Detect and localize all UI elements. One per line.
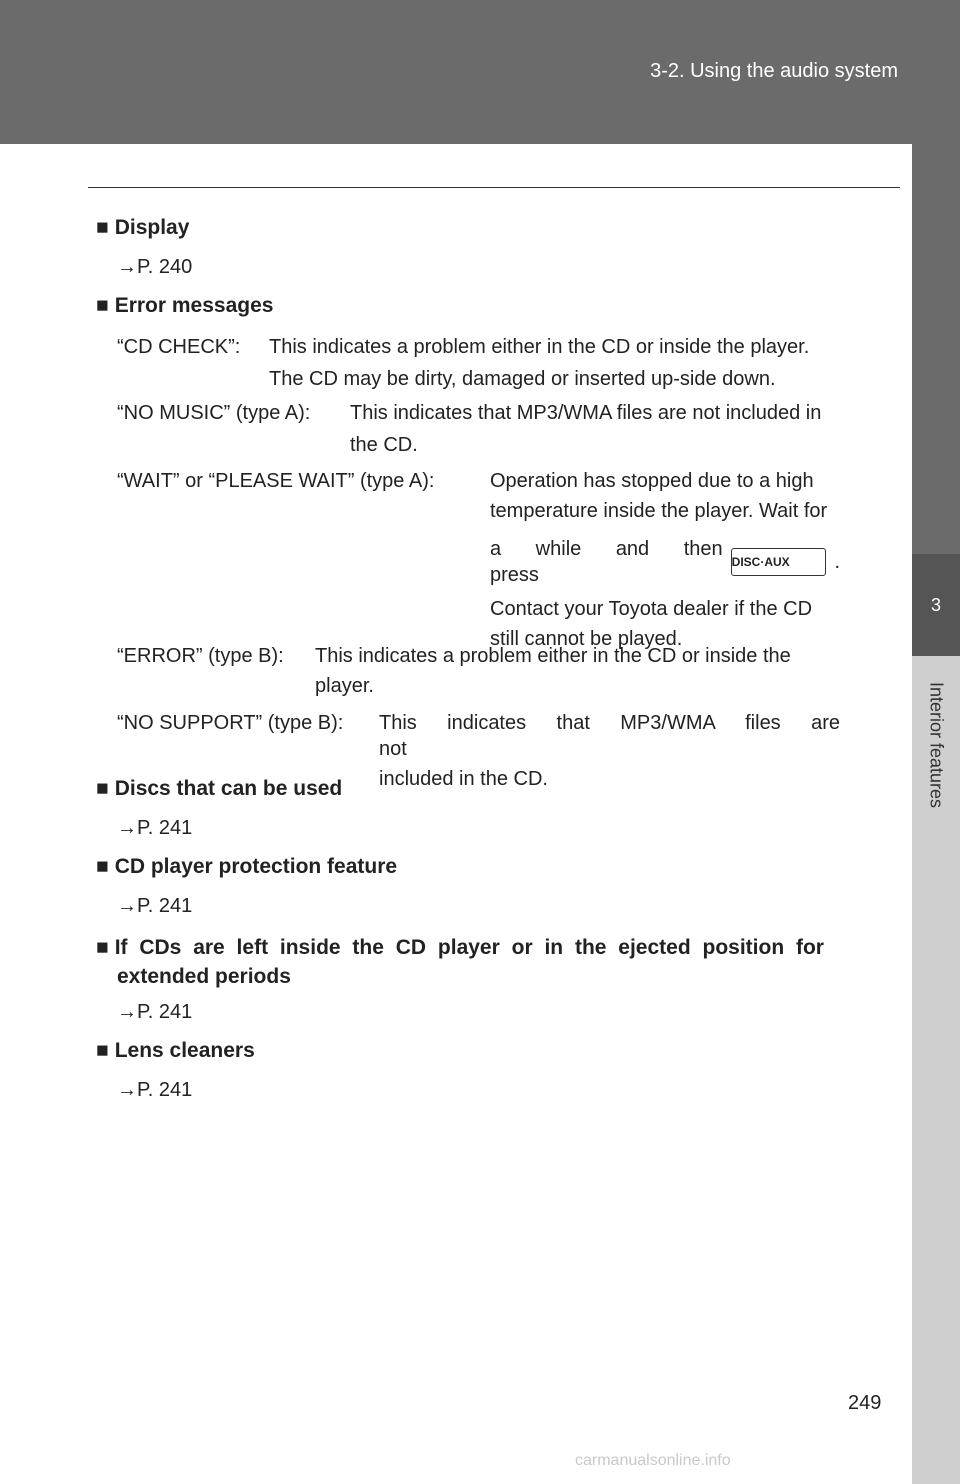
msg-term: “ERROR” (type B):: [117, 645, 284, 667]
msg-error: “ERROR” (type B): This indicates a probl…: [117, 643, 840, 699]
msg-desc: This indicates a problem either in the C…: [315, 643, 840, 699]
heading-discs: ■Discs that can be used: [96, 777, 343, 800]
chapter-number-tab[interactable]: 3: [912, 554, 960, 656]
desc-line: the CD.: [350, 434, 418, 456]
ref-protection[interactable]: →P. 241: [117, 895, 193, 917]
heading-continuation: extended periods: [117, 965, 291, 988]
desc-line: This indicates a problem either in the C…: [315, 645, 791, 667]
heading-lens: ■Lens cleaners: [96, 1039, 255, 1062]
msg-desc: This indicates that MP3/WMA files are no…: [379, 710, 840, 792]
header-band: [0, 0, 960, 144]
msg-no-support: “NO SUPPORT” (type B): This indicates th…: [117, 710, 840, 790]
desc-line: Contact your Toyota dealer if the CD: [490, 598, 813, 620]
heading-left-inside: ■If CDs are left inside the CD player or…: [96, 933, 840, 991]
ref-discs[interactable]: →P. 241: [117, 817, 193, 839]
right-arrow-icon: →: [117, 1001, 137, 1023]
black-square-icon: ■: [96, 936, 109, 959]
desc-line: player.: [315, 675, 374, 697]
msg-term: “WAIT” or “PLEASE WAIT” (type A):: [117, 470, 435, 492]
black-square-icon: ■: [96, 294, 109, 317]
black-square-icon: ■: [96, 855, 109, 878]
black-square-icon: ■: [96, 216, 109, 239]
heading-protection: ■CD player protection feature: [96, 855, 398, 878]
msg-cd-check: “CD CHECK”: This indicates a problem eit…: [117, 334, 840, 390]
black-square-icon: ■: [96, 1039, 109, 1062]
heading-display: ■Display: [96, 216, 190, 239]
msg-wait: “WAIT” or “PLEASE WAIT” (type A): Operat…: [117, 468, 840, 650]
desc-line: still cannot be played.: [490, 628, 683, 650]
msg-term: “NO SUPPORT” (type B):: [117, 712, 344, 734]
desc-line: This indicates that MP3/WMA files are no…: [379, 712, 840, 760]
desc-line: temperature inside the player. Wait for: [490, 500, 828, 522]
press-button-line: a while and then press DISC·AUX.: [490, 536, 840, 588]
period: .: [834, 551, 840, 573]
desc-line: Operation has stopped due to a high: [490, 470, 814, 492]
ref-lens[interactable]: →P. 241: [117, 1079, 193, 1101]
right-arrow-icon: →: [117, 817, 137, 839]
msg-desc: This indicates a problem either in the C…: [269, 334, 840, 392]
msg-term: “CD CHECK”:: [117, 336, 241, 358]
side-tab-top: [912, 144, 960, 554]
heading-error-messages: ■Error messages: [96, 294, 274, 317]
desc-line: The CD may be dirty, damaged or inserted…: [269, 368, 776, 390]
desc-line: This indicates a problem either in the C…: [269, 336, 810, 358]
page-number: 249: [848, 1392, 882, 1414]
msg-no-music: “NO MUSIC” (type A): This indicates that…: [117, 400, 840, 456]
black-square-icon: ■: [96, 777, 109, 800]
ref-display[interactable]: →P. 240: [117, 256, 193, 278]
disc-aux-button[interactable]: DISC·AUX: [730, 548, 827, 576]
msg-desc: This indicates that MP3/WMA files are no…: [350, 400, 840, 458]
desc-line: included in the CD.: [379, 768, 548, 790]
right-arrow-icon: →: [117, 256, 137, 278]
section-title: 3-2. Using the audio system: [650, 60, 898, 82]
msg-term: “NO MUSIC” (type A):: [117, 402, 311, 424]
right-arrow-icon: →: [117, 895, 137, 917]
desc-line: This indicates that MP3/WMA files are no…: [350, 402, 822, 424]
chapter-number: 3: [930, 594, 941, 615]
side-tab-bottom: [912, 656, 960, 1484]
watermark: carmanualsonline.info: [575, 1452, 731, 1469]
msg-desc: Operation has stopped due to a high temp…: [490, 468, 840, 652]
header-rule: [88, 187, 900, 188]
chapter-title: Interior features: [926, 681, 947, 809]
right-arrow-icon: →: [117, 1079, 137, 1101]
ref-left-inside[interactable]: →P. 241: [117, 1001, 193, 1023]
desc-line: a while and then press: [490, 538, 723, 586]
